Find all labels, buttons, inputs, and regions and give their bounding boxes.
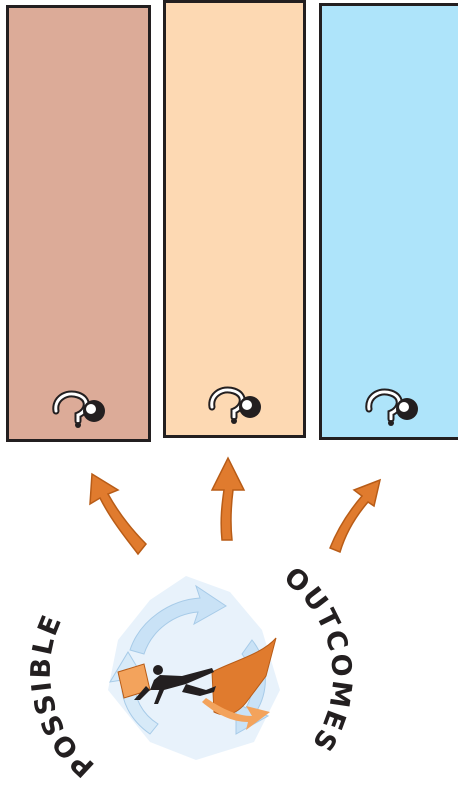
label-possible: POSSIBLE bbox=[26, 610, 101, 783]
outcome-panel-2 bbox=[163, 0, 306, 438]
person-with-cycle-arrows-icon bbox=[108, 576, 280, 760]
outcome-panel-1 bbox=[6, 5, 151, 442]
arrow-middle bbox=[210, 456, 246, 541]
label-outcomes: OUTCOMES bbox=[278, 561, 357, 758]
outcome-panel-3 bbox=[319, 3, 458, 440]
arrow-right bbox=[329, 478, 382, 554]
arrow-left bbox=[89, 472, 148, 556]
